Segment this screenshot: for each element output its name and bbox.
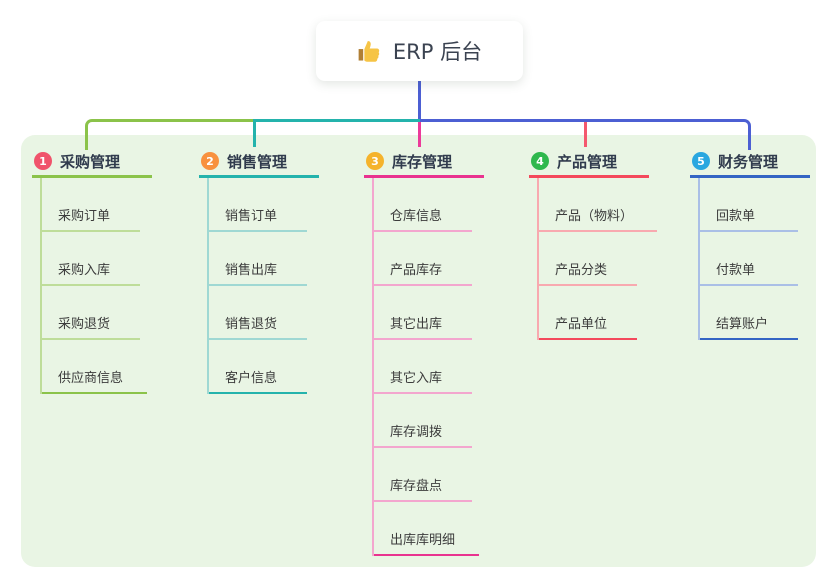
child-item[interactable]: 产品分类 <box>537 232 637 286</box>
child-label: 客户信息 <box>225 371 278 386</box>
connector-drop-sales <box>253 119 256 147</box>
branches-panel <box>21 135 816 567</box>
child-item[interactable]: 库存调拨 <box>372 394 472 448</box>
child-label: 出库库明细 <box>390 533 456 548</box>
child-label: 产品单位 <box>555 317 608 332</box>
branch-label: 财务管理 <box>718 152 779 171</box>
branch-children: 仓库信息 产品库存 其它出库 其它入库 库存调拨 库存盘点 出库库明细 <box>372 178 480 556</box>
child-item[interactable]: 产品库存 <box>372 232 472 286</box>
child-item[interactable]: 回款单 <box>698 178 798 232</box>
child-item[interactable]: 产品（物料） <box>537 178 658 232</box>
child-item[interactable]: 销售出库 <box>207 232 307 286</box>
child-label: 采购退货 <box>58 317 111 332</box>
branch-header[interactable]: 3 库存管理 <box>364 147 484 178</box>
child-item[interactable]: 采购退货 <box>40 286 140 340</box>
child-label: 采购订单 <box>58 209 111 224</box>
child-label: 回款单 <box>716 209 756 224</box>
branch-header[interactable]: 5 财务管理 <box>690 147 810 178</box>
child-item[interactable]: 仓库信息 <box>372 178 472 232</box>
branch-children: 采购订单 采购入库 采购退货 供应商信息 <box>40 178 148 394</box>
branch-header[interactable]: 4 产品管理 <box>529 147 649 178</box>
child-item[interactable]: 付款单 <box>698 232 798 286</box>
branch-label: 库存管理 <box>392 152 453 171</box>
child-item[interactable]: 采购订单 <box>40 178 140 232</box>
child-item[interactable]: 结算账户 <box>698 286 798 340</box>
child-label: 其它出库 <box>390 317 443 332</box>
branch-header[interactable]: 2 销售管理 <box>199 147 319 178</box>
connector-root-drop <box>418 81 421 122</box>
thumbs-up-icon <box>357 38 383 64</box>
child-item[interactable]: 销售订单 <box>207 178 307 232</box>
branch-label: 采购管理 <box>60 152 121 171</box>
branch-label: 产品管理 <box>557 152 618 171</box>
child-label: 产品（物料） <box>555 209 634 224</box>
child-item[interactable]: 客户信息 <box>207 340 307 394</box>
connector-bus-right <box>420 119 751 150</box>
branch-4: 4 产品管理 产品（物料） 产品分类 产品单位 <box>529 147 658 340</box>
branch-3: 3 库存管理 仓库信息 产品库存 其它出库 其它入库 库存调拨 库存盘点 出库库… <box>364 147 484 556</box>
branch-label: 销售管理 <box>227 152 288 171</box>
child-label: 库存调拨 <box>390 425 443 440</box>
child-item[interactable]: 其它出库 <box>372 286 472 340</box>
child-label: 库存盘点 <box>390 479 443 494</box>
connector-bus-mid <box>253 119 420 122</box>
branch-children: 产品（物料） 产品分类 产品单位 <box>537 178 658 340</box>
child-label: 付款单 <box>716 263 756 278</box>
child-item[interactable]: 销售退货 <box>207 286 307 340</box>
child-label: 采购入库 <box>58 263 111 278</box>
child-item[interactable]: 出库库明细 <box>372 502 480 556</box>
branch-2: 2 销售管理 销售订单 销售出库 销售退货 客户信息 <box>199 147 319 394</box>
child-item[interactable]: 采购入库 <box>40 232 140 286</box>
child-label: 结算账户 <box>716 317 769 332</box>
branch-children: 回款单 付款单 结算账户 <box>698 178 798 340</box>
child-label: 销售出库 <box>225 263 278 278</box>
connector-bus-left <box>85 119 256 150</box>
child-label: 产品分类 <box>555 263 608 278</box>
branch-number-badge: 4 <box>531 152 549 170</box>
branch-number-badge: 3 <box>366 152 384 170</box>
branch-header[interactable]: 1 采购管理 <box>32 147 152 178</box>
root-label: ERP 后台 <box>392 40 483 64</box>
child-item[interactable]: 库存盘点 <box>372 448 472 502</box>
branch-5: 5 财务管理 回款单 付款单 结算账户 <box>690 147 810 340</box>
child-label: 销售退货 <box>225 317 278 332</box>
child-label: 销售订单 <box>225 209 278 224</box>
connector-drop-product <box>584 122 587 147</box>
branch-number-badge: 1 <box>34 152 52 170</box>
child-label: 产品库存 <box>390 263 443 278</box>
child-label: 仓库信息 <box>390 209 443 224</box>
child-label: 供应商信息 <box>58 371 124 386</box>
child-label: 其它入库 <box>390 371 443 386</box>
branch-number-badge: 2 <box>201 152 219 170</box>
branch-1: 1 采购管理 采购订单 采购入库 采购退货 供应商信息 <box>32 147 152 394</box>
branch-number-badge: 5 <box>692 152 710 170</box>
child-item[interactable]: 产品单位 <box>537 286 637 340</box>
connector-drop-inventory <box>418 122 421 147</box>
root-node[interactable]: ERP 后台 <box>316 21 523 81</box>
child-item[interactable]: 供应商信息 <box>40 340 148 394</box>
branch-children: 销售订单 销售出库 销售退货 客户信息 <box>207 178 307 394</box>
child-item[interactable]: 其它入库 <box>372 340 472 394</box>
